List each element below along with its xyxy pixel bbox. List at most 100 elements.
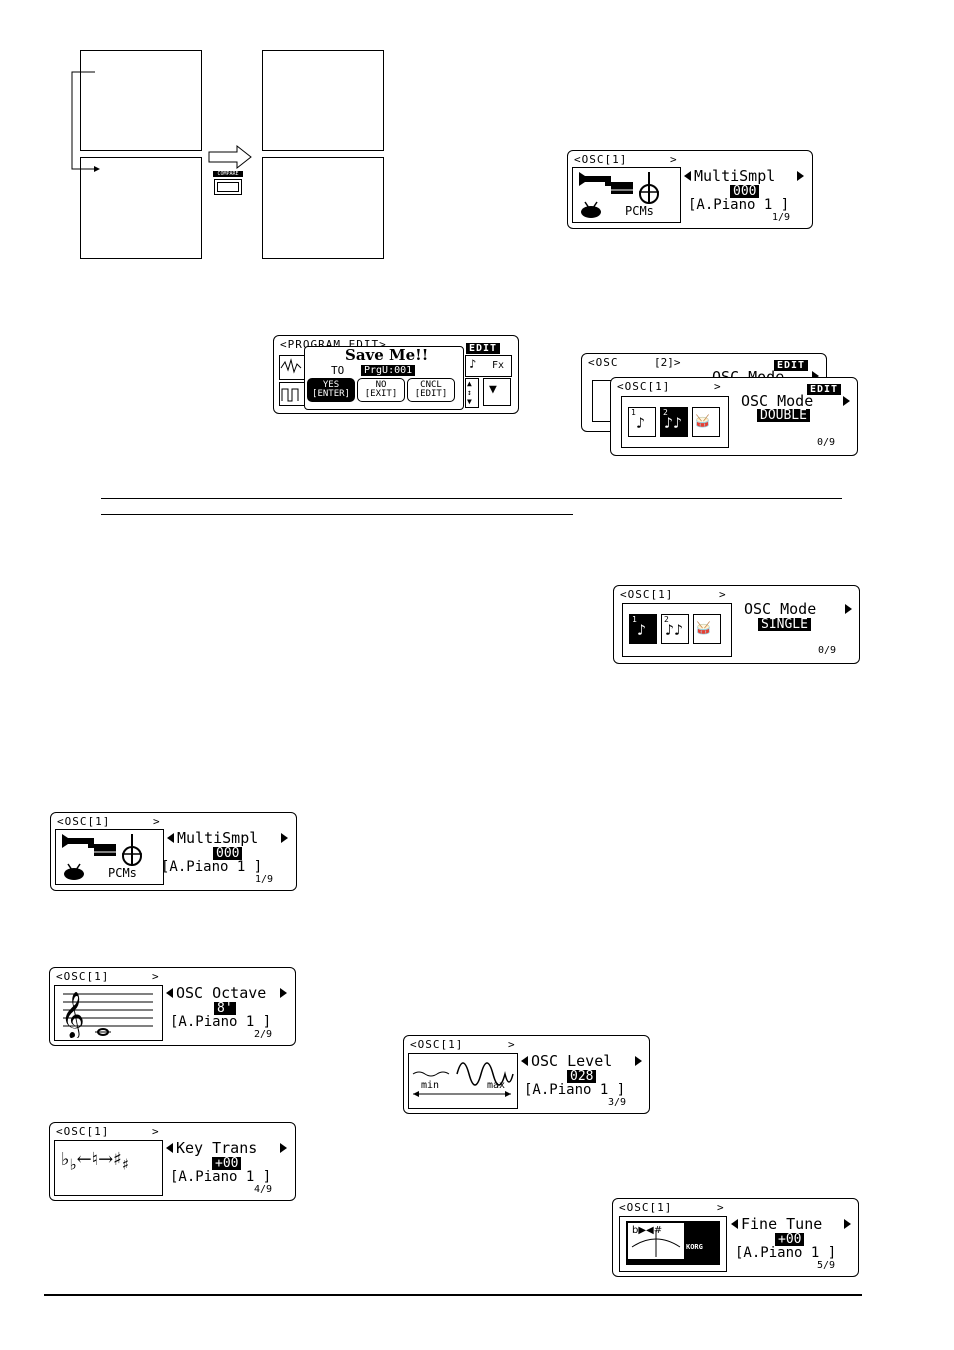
lcd-header: <OSC[1]: [56, 970, 110, 983]
lcd-header: <OSC[1]: [410, 1038, 464, 1051]
drums-mode-icon[interactable]: 🥁: [693, 614, 721, 644]
prev-param-arrow[interactable]: [521, 1056, 528, 1066]
transpose-icon-panel: ♭♭←♮→♯♯: [54, 1140, 163, 1196]
scroll-arrows-icon: ▲↕▼: [467, 379, 472, 406]
drums-mode-icon[interactable]: 🥁: [692, 407, 720, 437]
lcd-osc-octave: <OSC[1] > 𝄞 OSC Octave 8' [A.Piano 1 ] 2…: [49, 967, 296, 1046]
param-name: Fine Tune: [741, 1215, 823, 1233]
compare-switch[interactable]: COMPARE: [213, 171, 243, 195]
save-to-value[interactable]: PrgU:001: [361, 365, 416, 376]
waveform-icon-panel: [279, 355, 305, 380]
double-mode-icon[interactable]: 2♪♪: [661, 614, 689, 644]
page-down-icon: ▼: [489, 382, 497, 397]
page-indicator: 5/9: [817, 1260, 836, 1271]
pcm-instruments-icon: [62, 834, 142, 866]
pcm-label: PCMs: [108, 866, 137, 880]
page-indicator: 0/9: [817, 437, 836, 448]
lcd-header-arrow: >: [152, 1125, 159, 1138]
param-value[interactable]: 000: [730, 185, 760, 198]
edit-badge: EDIT: [807, 384, 842, 395]
prev-param-arrow[interactable]: [684, 171, 691, 181]
next-param-arrow[interactable]: [280, 988, 287, 998]
drum-icon: [581, 201, 601, 218]
page-bottom-rule: [44, 1294, 862, 1296]
next-param-arrow[interactable]: [844, 1219, 851, 1229]
tuner-icon-panel: b▶◀# KORG: [619, 1216, 727, 1272]
prev-param-arrow[interactable]: [166, 988, 173, 998]
param-name: Key Trans: [176, 1139, 258, 1157]
effects-icon-panel: ♪ Fx: [465, 355, 512, 377]
sound-name: [A.Piano 1 ]: [170, 1169, 272, 1185]
page-indicator: 1/9: [255, 874, 274, 885]
lcd-multisample-top: <OSC[1] > PCMs MultiSmpl 000 [A.Piano 1 …: [567, 150, 813, 229]
param-name: OSC Octave: [176, 984, 267, 1002]
single-mode-icon[interactable]: 1♪: [629, 614, 657, 644]
lcd-save-dialog: <PROGRAM EDIT> EDIT Save Me!! TO PrgU:00…: [273, 335, 519, 414]
save-dialog-panel: Save Me!! TO PrgU:001 YES [ENTER] NO [EX…: [304, 346, 464, 410]
svg-text:𝄞: 𝄞: [61, 992, 85, 1038]
pcm-icon-panel: PCMs: [572, 167, 681, 223]
lcd-header-arrow: >: [714, 380, 721, 393]
page-indicator: 3/9: [608, 1097, 627, 1108]
next-page-icon-panel: ▼: [483, 378, 511, 406]
cancel-button[interactable]: CNCL [EDIT]: [407, 378, 455, 402]
section-rule-long: [101, 498, 842, 499]
double-mode-icon[interactable]: 2♪♪: [660, 407, 688, 437]
single-mode-icon[interactable]: 1♪: [628, 407, 656, 437]
param-name: MultiSmpl: [177, 829, 259, 847]
effects-icon: ♪: [469, 357, 477, 371]
param-value[interactable]: 028: [567, 1070, 597, 1083]
no-button[interactable]: NO [EXIT]: [357, 378, 405, 402]
param-value[interactable]: 000: [213, 847, 243, 860]
yes-button[interactable]: YES [ENTER]: [307, 378, 355, 402]
lcd-header-osc2: [2]>: [654, 356, 681, 369]
param-value[interactable]: DOUBLE: [757, 409, 810, 422]
pcm-icon-panel: PCMs: [55, 829, 164, 885]
param-name: OSC Mode: [744, 600, 817, 618]
next-param-arrow[interactable]: [635, 1056, 642, 1066]
min-label: min: [421, 1080, 440, 1091]
page-indicator: 0/9: [818, 645, 837, 656]
lcd-header-arrow: >: [717, 1201, 724, 1214]
flat-sharp-transpose-icon: ♭♭←♮→♯♯: [61, 1149, 130, 1174]
prev-param-arrow[interactable]: [166, 1143, 173, 1153]
param-value[interactable]: +00: [775, 1233, 805, 1246]
waveform-level-icon: [412, 1062, 514, 1097]
compare-label: COMPARE: [213, 171, 243, 177]
prev-param-arrow[interactable]: [167, 833, 174, 843]
next-param-arrow[interactable]: [280, 1143, 287, 1153]
lcd-header: <OSC[1]: [620, 588, 674, 601]
scroll-icon-panel: ▲↕▼: [465, 378, 479, 408]
lcd-key-trans: <OSC[1] > ♭♭←♮→♯♯ Key Trans +00 [A.Piano…: [49, 1122, 296, 1201]
param-value[interactable]: +00: [212, 1157, 242, 1170]
section-rule-short: [101, 514, 573, 515]
envelope-icon-panel: [279, 382, 305, 406]
prev-param-arrow[interactable]: [731, 1219, 738, 1229]
next-param-arrow[interactable]: [797, 171, 804, 181]
lcd-header-arrow: >: [508, 1038, 515, 1051]
lcd-header-arrow: >: [152, 970, 159, 983]
next-param-arrow[interactable]: [843, 396, 850, 406]
pcm-label: PCMs: [625, 204, 654, 218]
svg-text:b▶◀#: b▶◀#: [632, 1225, 662, 1236]
param-name: OSC Level: [531, 1052, 613, 1070]
sound-name: [A.Piano 1 ]: [161, 859, 263, 875]
lcd-multisample-left: <OSC[1] > PCMs MultiSmpl 000 [A.Piano 1 …: [50, 812, 297, 891]
fx-label: Fx: [492, 360, 505, 371]
param-name: MultiSmpl: [694, 167, 776, 185]
param-name: OSC Mode: [741, 392, 814, 410]
page-indicator: 1/9: [772, 212, 791, 223]
lcd-osc-mode-double: <OSC[1] > EDIT 1♪ 2♪♪ 🥁 OSC Mode DOUBLE …: [610, 377, 858, 456]
next-param-arrow[interactable]: [281, 833, 288, 843]
compare-button: [214, 179, 242, 195]
lcd-header: <OSC[1]: [574, 153, 628, 166]
param-value[interactable]: 8': [214, 1002, 236, 1015]
save-to-label: TO: [331, 364, 345, 377]
sound-name: [A.Piano 1 ]: [524, 1082, 626, 1098]
next-param-arrow[interactable]: [845, 604, 852, 614]
next-param-arrow[interactable]: [812, 371, 819, 381]
param-value[interactable]: SINGLE: [758, 618, 811, 631]
treble-clef-staff-icon: 𝄞: [61, 992, 153, 1040]
tuner-meter-icon: b▶◀# KORG: [626, 1221, 720, 1265]
staff-icon-panel: 𝄞: [54, 985, 163, 1041]
